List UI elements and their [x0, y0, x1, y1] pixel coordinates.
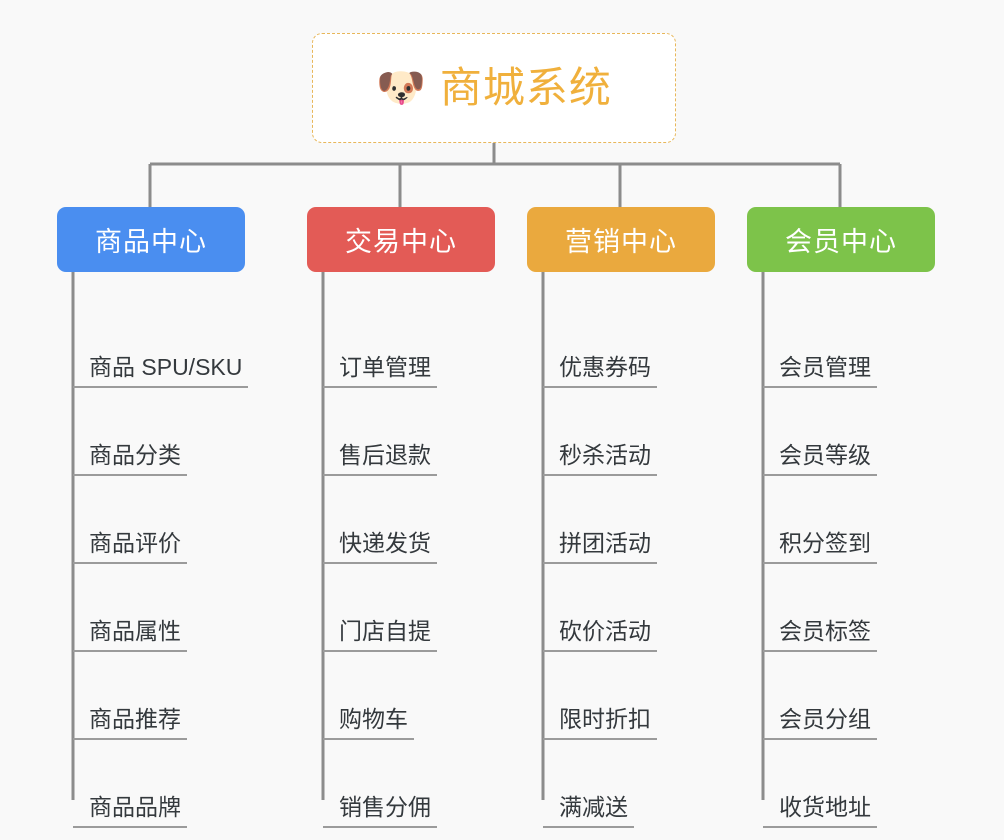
leaf-label: 拼团活动: [543, 530, 657, 564]
leaf-label: 会员等级: [763, 442, 877, 476]
leaf-item[interactable]: 门店自提: [323, 564, 437, 652]
leaf-item[interactable]: 会员标签: [763, 564, 877, 652]
leaf-item[interactable]: 商品 SPU/SKU: [73, 300, 249, 388]
root-title: 商城系统: [439, 64, 612, 111]
branch-营销中心: 营销中心 优惠券码 秒杀活动 拼团活动 砍价活动 限时折扣 满减送: [527, 207, 715, 828]
branch-交易中心: 交易中心 订单管理 售后退款 快递发货 门店自提 购物车 销售分佣: [307, 207, 495, 828]
leaf-label: 限时折扣: [543, 706, 657, 740]
branch-header-2[interactable]: 营销中心: [527, 207, 715, 272]
branch-header-label-3: 会员中心: [785, 227, 897, 257]
leaf-item[interactable]: 售后退款: [323, 388, 437, 476]
shiba-dog-face-icon: 🐶: [376, 66, 426, 110]
leaf-item[interactable]: 限时折扣: [543, 652, 657, 740]
leaf-item[interactable]: 商品品牌: [73, 740, 187, 828]
leaf-item[interactable]: 快递发货: [323, 476, 437, 564]
leaf-label: 订单管理: [323, 354, 437, 388]
leaf-item[interactable]: 收货地址: [763, 740, 877, 828]
leaf-label: 商品属性: [73, 618, 187, 652]
leaf-label: 会员分组: [763, 706, 877, 740]
leaf-label: 商品推荐: [73, 706, 187, 740]
leaf-label: 积分签到: [763, 530, 877, 564]
leaf-label: 会员标签: [763, 618, 877, 652]
leaf-item[interactable]: 购物车: [323, 652, 414, 740]
leaf-item[interactable]: 会员分组: [763, 652, 877, 740]
leaf-label: 满减送: [543, 794, 634, 828]
leaf-item[interactable]: 满减送: [543, 740, 634, 828]
branch-header-1[interactable]: 交易中心: [307, 207, 495, 272]
leaf-item[interactable]: 商品属性: [73, 564, 187, 652]
leaf-item[interactable]: 商品评价: [73, 476, 187, 564]
leaf-list-1: 订单管理 售后退款 快递发货 门店自提 购物车 销售分佣: [307, 272, 495, 828]
leaf-label: 购物车: [323, 706, 414, 740]
leaf-list-2: 优惠券码 秒杀活动 拼团活动 砍价活动 限时折扣 满减送: [527, 272, 715, 828]
leaf-label: 商品 SPU/SKU: [73, 354, 249, 388]
branch-header-label-2: 营销中心: [565, 227, 677, 257]
leaf-label: 砍价活动: [543, 618, 657, 652]
leaf-list-3: 会员管理 会员等级 积分签到 会员标签 会员分组 收货地址: [747, 272, 935, 828]
leaf-item[interactable]: 销售分佣: [323, 740, 437, 828]
leaf-item[interactable]: 会员等级: [763, 388, 877, 476]
leaf-item[interactable]: 商品推荐: [73, 652, 187, 740]
branch-商品中心: 商品中心 商品 SPU/SKU 商品分类 商品评价 商品属性 商品推荐 商品品牌: [57, 207, 249, 828]
leaf-label: 门店自提: [323, 618, 437, 652]
leaf-label: 售后退款: [323, 442, 437, 476]
leaf-item[interactable]: 优惠券码: [543, 300, 657, 388]
branch-会员中心: 会员中心 会员管理 会员等级 积分签到 会员标签 会员分组 收货地址: [747, 207, 935, 828]
leaf-item[interactable]: 会员管理: [763, 300, 877, 388]
leaf-item[interactable]: 砍价活动: [543, 564, 657, 652]
leaf-label: 会员管理: [763, 354, 877, 388]
leaf-label: 销售分佣: [323, 794, 437, 828]
leaf-label: 商品评价: [73, 530, 187, 564]
leaf-item[interactable]: 订单管理: [323, 300, 437, 388]
leaf-label: 优惠券码: [543, 354, 657, 388]
branch-header-label-1: 交易中心: [345, 227, 457, 257]
leaf-label: 快递发货: [323, 530, 437, 564]
leaf-label: 收货地址: [763, 794, 877, 828]
root-node[interactable]: 🐶 商城系统: [312, 33, 676, 143]
leaf-label: 秒杀活动: [543, 442, 657, 476]
branch-header-label-0: 商品中心: [95, 227, 207, 257]
leaf-list-0: 商品 SPU/SKU 商品分类 商品评价 商品属性 商品推荐 商品品牌: [57, 272, 249, 828]
leaf-item[interactable]: 秒杀活动: [543, 388, 657, 476]
leaf-item[interactable]: 积分签到: [763, 476, 877, 564]
branch-header-3[interactable]: 会员中心: [747, 207, 935, 272]
branch-header-0[interactable]: 商品中心: [57, 207, 245, 272]
leaf-item[interactable]: 商品分类: [73, 388, 187, 476]
leaf-item[interactable]: 拼团活动: [543, 476, 657, 564]
leaf-label: 商品品牌: [73, 794, 187, 828]
leaf-label: 商品分类: [73, 442, 187, 476]
